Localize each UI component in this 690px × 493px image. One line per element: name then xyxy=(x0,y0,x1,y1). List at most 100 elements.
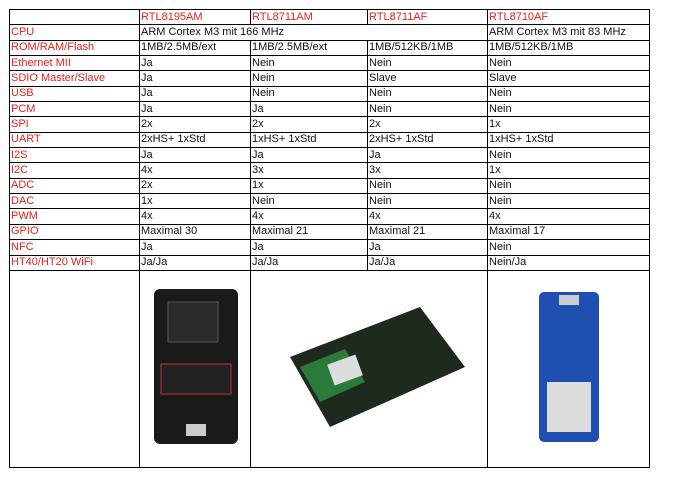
table-cell: 1MB/512KB/1MB xyxy=(367,39,488,57)
table-cell: 1xHS+ 1xStd xyxy=(250,131,368,149)
table-cell: 2xHS+ 1xStd xyxy=(367,131,488,149)
table-cell: Nein xyxy=(367,177,488,195)
cell-cpu-8710af: ARM Cortex M3 mit 83 MHz xyxy=(487,24,650,41)
table-cell: Nein xyxy=(250,193,368,210)
table-cell: 1x xyxy=(487,116,650,133)
table-cell: Ja xyxy=(367,239,488,256)
table-cell: Nein xyxy=(367,193,488,210)
header-rtl8710af: RTL8710AF xyxy=(487,8,650,26)
table-cell: Maximal 30 xyxy=(139,223,251,241)
table-cell: Ja xyxy=(367,147,488,164)
table-cell: 2x xyxy=(139,116,251,133)
table-cell: Maximal 21 xyxy=(250,223,368,241)
table-cell: Ja xyxy=(250,101,368,118)
table-cell: Ja xyxy=(139,70,251,87)
table-cell: Ja/Ja xyxy=(250,254,368,271)
table-cell: 1x xyxy=(487,162,650,179)
table-cell: Ja/Ja xyxy=(139,254,251,271)
table-cell: 4x xyxy=(139,162,251,179)
row-label: USB xyxy=(9,85,140,103)
comparison-table: RTL8195AM RTL8711AM RTL8711AF RTL8710AF … xyxy=(9,8,650,468)
table-cell: Nein xyxy=(250,85,368,103)
table-cell: Ja xyxy=(139,101,251,118)
table-cell: Ja xyxy=(250,239,368,256)
row-label: UART xyxy=(9,131,140,149)
row-label: NFC xyxy=(9,239,140,256)
table-cell: 4x xyxy=(139,208,251,225)
table-cell: Nein xyxy=(367,101,488,118)
table-cell: 1x xyxy=(250,177,368,195)
row-label: DAC xyxy=(9,193,140,210)
table-cell: 2x xyxy=(250,116,368,133)
row-label: HT40/HT20 WiFi xyxy=(9,254,140,271)
table-cell: Slave xyxy=(487,70,650,87)
row-label: CPU xyxy=(9,24,140,41)
table-cell: 2x xyxy=(139,177,251,195)
table-row-cpu: CPU ARM Cortex M3 mit 166 MHz ARM Cortex… xyxy=(9,24,650,41)
table-cell: Ja xyxy=(139,239,251,256)
table-cell: Nein xyxy=(487,177,650,195)
row-label: PCM xyxy=(9,101,140,118)
table-cell: Ja xyxy=(250,147,368,164)
header-rtl8711af: RTL8711AF xyxy=(367,8,488,26)
row-label: SPI xyxy=(9,116,140,133)
table-cell: 4x xyxy=(367,208,488,225)
table-cell: Ja xyxy=(139,85,251,103)
table-cell: Nein xyxy=(487,239,650,256)
table-cell: 1MB/512KB/1MB xyxy=(487,39,650,57)
image-row xyxy=(9,269,650,468)
table-cell: Slave xyxy=(367,70,488,87)
header-row: RTL8195AM RTL8711AM RTL8711AF RTL8710AF xyxy=(9,8,650,26)
table-cell: Nein/Ja xyxy=(487,254,650,271)
board-image-rtl8195am xyxy=(139,269,251,468)
table-cell: Maximal 21 xyxy=(367,223,488,241)
table-cell: 1MB/2.5MB/ext xyxy=(250,39,368,57)
table-cell: Ja xyxy=(139,55,251,72)
row-label: ADC xyxy=(9,177,140,195)
table-cell: Nein xyxy=(250,70,368,87)
header-rtl8195am: RTL8195AM xyxy=(139,8,251,26)
board-image-rtl8711am xyxy=(250,269,488,468)
table-cell: 2xHS+ 1xStd xyxy=(139,131,251,149)
table-cell: 3x xyxy=(250,162,368,179)
table-cell: Nein xyxy=(487,101,650,118)
table-cell: 1xHS+ 1xStd xyxy=(487,131,650,149)
table-cell: Nein xyxy=(367,85,488,103)
table-cell: Maximal 17 xyxy=(487,223,650,241)
table-cell: 4x xyxy=(250,208,368,225)
table-cell: Nein xyxy=(487,55,650,72)
row-label: Ethernet MII xyxy=(9,55,140,72)
row-label: GPIO xyxy=(9,223,140,241)
row-label: PWM xyxy=(9,208,140,225)
row-label: I2C xyxy=(9,162,140,179)
row-label: ROM/RAM/Flash xyxy=(9,39,140,57)
table-cell: Nein xyxy=(487,193,650,210)
board-image-rtl8710af xyxy=(487,269,650,468)
table-cell: Ja xyxy=(139,147,251,164)
row-label: I2S xyxy=(9,147,140,164)
table-cell: Ja/Ja xyxy=(367,254,488,271)
table-cell: Nein xyxy=(367,55,488,72)
header-rtl8711am: RTL8711AM xyxy=(250,8,368,26)
table-cell: Nein xyxy=(487,85,650,103)
table-cell: 1x xyxy=(139,193,251,210)
table-cell: 1MB/2.5MB/ext xyxy=(139,39,251,57)
table-cell: Nein xyxy=(250,55,368,72)
row-label: SDIO Master/Slave xyxy=(9,70,140,87)
table-cell: Nein xyxy=(487,147,650,164)
